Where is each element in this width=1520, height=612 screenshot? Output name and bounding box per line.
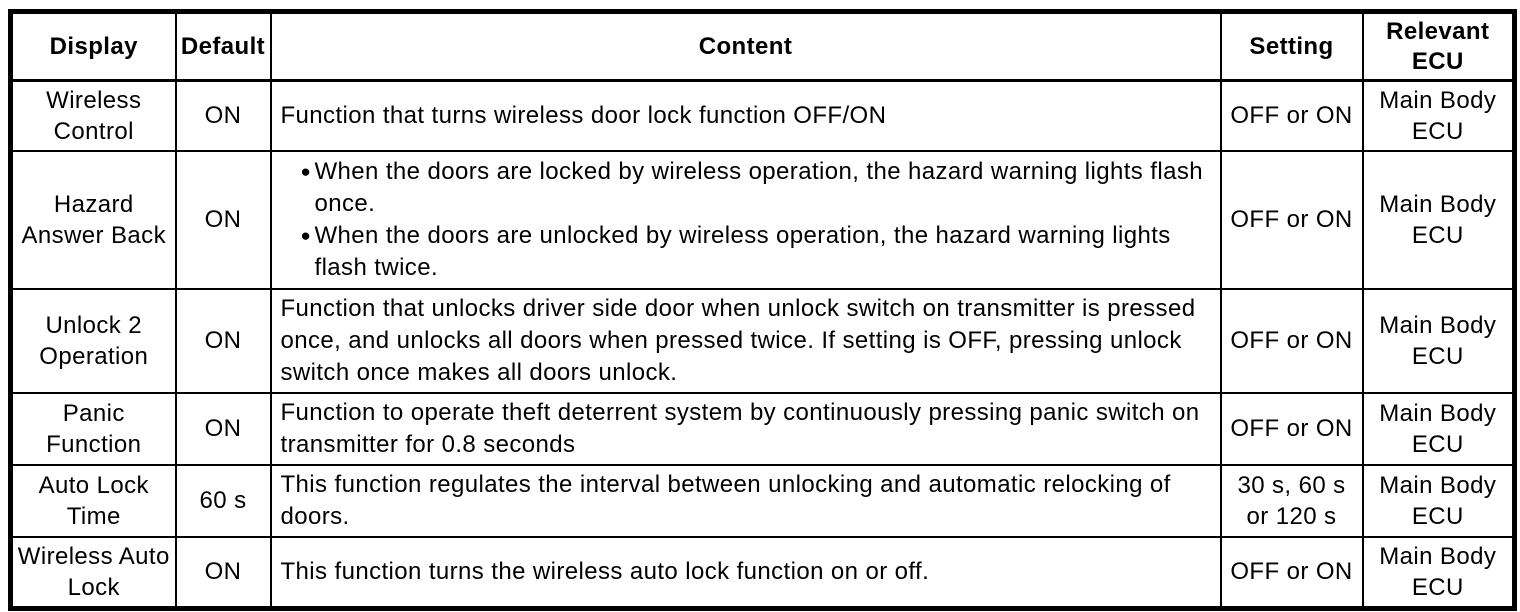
cell-setting: OFF or ON bbox=[1219, 79, 1364, 152]
cell-setting: OFF or ON bbox=[1219, 535, 1364, 610]
cell-relevant-ecu: Main Body ECU bbox=[1361, 149, 1516, 290]
bullet-icon: ● bbox=[300, 225, 311, 245]
customization-settings-table: Display Default Content Setting Relevant… bbox=[8, 9, 1517, 611]
cell-display: Auto Lock Time bbox=[9, 463, 177, 538]
cell-setting: OFF or ON bbox=[1219, 287, 1364, 394]
cell-display: Panic Function bbox=[9, 391, 177, 466]
header-row: Display Default Content Setting Relevant… bbox=[9, 10, 1516, 82]
col-header-display: Display bbox=[9, 10, 177, 82]
cell-display: Wireless Control bbox=[9, 79, 177, 152]
table-row-unlock-2-operation: Unlock 2 Operation ON Function that unlo… bbox=[9, 287, 1516, 394]
cell-display: Hazard Answer Back bbox=[9, 149, 177, 290]
table-row-hazard-answer-back: Hazard Answer Back ON ● When the doors a… bbox=[9, 149, 1516, 290]
cell-setting: OFF or ON bbox=[1219, 149, 1364, 290]
table-row-wireless-auto-lock: Wireless Auto Lock ON This function turn… bbox=[9, 535, 1516, 610]
cell-default: ON bbox=[174, 79, 272, 152]
cell-setting: OFF or ON bbox=[1219, 391, 1364, 466]
cell-setting: 30 s, 60 s or 120 s bbox=[1219, 463, 1364, 538]
bullet-icon: ● bbox=[300, 161, 311, 181]
cell-default: ON bbox=[174, 149, 272, 290]
cell-relevant-ecu: Main Body ECU bbox=[1361, 535, 1516, 610]
table-row-panic-function: Panic Function ON Function to operate th… bbox=[9, 391, 1516, 466]
cell-relevant-ecu: Main Body ECU bbox=[1361, 391, 1516, 466]
col-header-setting: Setting bbox=[1219, 10, 1364, 82]
cell-content: Function to operate theft deterrent syst… bbox=[269, 391, 1222, 466]
cell-content: Function that turns wireless door lock f… bbox=[269, 79, 1222, 152]
cell-relevant-ecu: Main Body ECU bbox=[1361, 463, 1516, 538]
cell-content: This function regulates the interval bet… bbox=[269, 463, 1222, 538]
cell-content: Function that unlocks driver side door w… bbox=[269, 287, 1222, 394]
table-row-wireless-control: Wireless Control ON Function that turns … bbox=[9, 79, 1516, 152]
cell-content: This function turns the wireless auto lo… bbox=[269, 535, 1222, 610]
cell-display: Unlock 2 Operation bbox=[9, 287, 177, 394]
cell-relevant-ecu: Main Body ECU bbox=[1361, 287, 1516, 394]
cell-default: ON bbox=[174, 535, 272, 610]
col-header-default: Default bbox=[174, 10, 272, 82]
cell-relevant-ecu: Main Body ECU bbox=[1361, 79, 1516, 152]
cell-default: 60 s bbox=[174, 463, 272, 538]
bullet-list-item: ● When the doors are unlocked by wireles… bbox=[281, 220, 1213, 284]
bullet-item-text: When the doors are locked by wireless op… bbox=[314, 157, 1203, 217]
cell-default: ON bbox=[174, 391, 272, 466]
cell-display: Wireless Auto Lock bbox=[9, 535, 177, 610]
table-row-auto-lock-time: Auto Lock Time 60 s This function regula… bbox=[9, 463, 1516, 538]
cell-content: ● When the doors are locked by wireless … bbox=[269, 149, 1222, 290]
col-header-relevant-ecu: Relevant ECU bbox=[1361, 10, 1516, 82]
col-header-content: Content bbox=[269, 10, 1222, 82]
bullet-list-item: ● When the doors are locked by wireless … bbox=[281, 156, 1213, 220]
bullet-item-text: When the doors are unlocked by wireless … bbox=[314, 221, 1171, 281]
cell-default: ON bbox=[174, 287, 272, 394]
